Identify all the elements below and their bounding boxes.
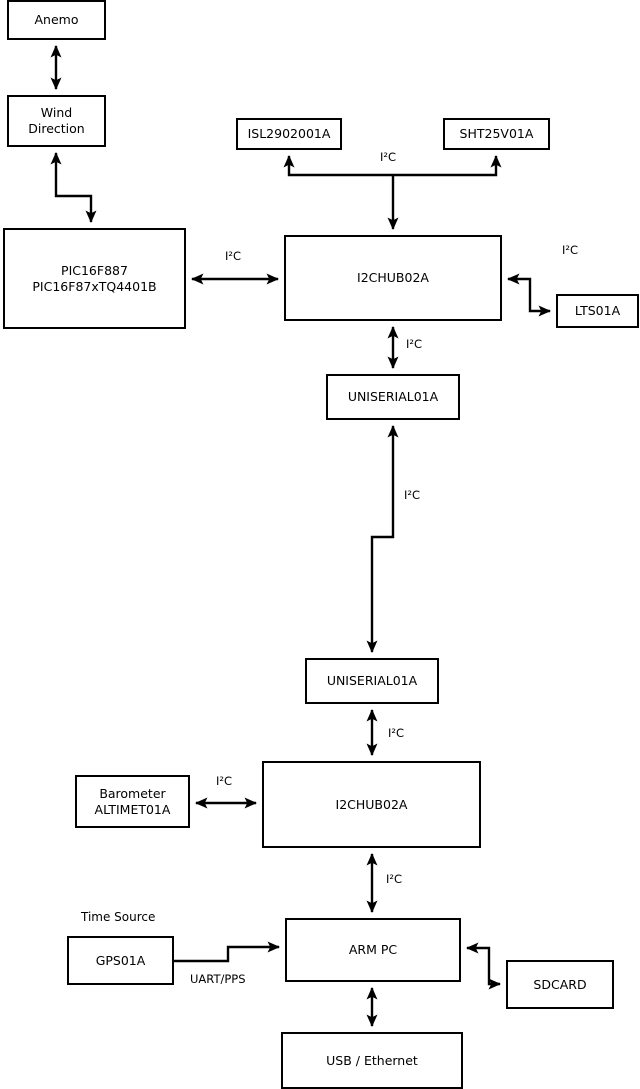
- block-label: Anemo: [34, 12, 79, 28]
- edge-label-pic-hub-i2c: I²C: [225, 249, 242, 263]
- wire-pic-wind: [50, 152, 97, 223]
- edge-label-uniserial-hub-i2c: I²C: [388, 726, 405, 740]
- block-gps01a[interactable]: GPS01A: [67, 936, 174, 985]
- wire-gps-arm: [174, 941, 280, 963]
- edge-label-uniserial-link-i2c: I²C: [404, 488, 421, 502]
- block-label: Barometer ALTIMET01A: [94, 785, 171, 817]
- block-anemo[interactable]: Anemo: [7, 0, 106, 40]
- block-lts01a[interactable]: LTS01A: [556, 294, 639, 328]
- block-wind-direction[interactable]: Wind Direction: [7, 95, 106, 147]
- block-label: ARM PC: [348, 942, 398, 958]
- block-label: ISL2902001A: [247, 126, 331, 142]
- wire-hub-lts: [507, 273, 551, 317]
- edge-label-hub-lts-i2c: I²C: [562, 243, 579, 257]
- block-label: UNISERIAL01A: [326, 673, 418, 689]
- edge-label-isl-sht-i2c: I²C: [380, 150, 397, 164]
- block-label: GPS01A: [95, 952, 146, 968]
- block-barometer-altimet01a[interactable]: Barometer ALTIMET01A: [75, 775, 190, 828]
- block-usb-ethernet[interactable]: USB / Ethernet: [281, 1032, 463, 1089]
- block-i2chub02a-bottom[interactable]: I2CHUB02A: [262, 761, 481, 848]
- block-label: UNISERIAL01A: [347, 389, 439, 405]
- wire-uni-uni: [366, 425, 399, 653]
- block-i2chub02a-top[interactable]: I2CHUB02A: [284, 235, 502, 321]
- block-uniserial01a-bottom[interactable]: UNISERIAL01A: [305, 658, 439, 704]
- block-sdcard[interactable]: SDCARD: [506, 960, 614, 1009]
- edge-label-hub-uniserial-i2c: I²C: [406, 337, 423, 351]
- block-label: LTS01A: [574, 303, 621, 319]
- block-label: USB / Ethernet: [326, 1052, 418, 1068]
- wire-hub-sht: [393, 155, 502, 177]
- block-label: I2CHUB02A: [335, 796, 408, 812]
- block-isl2902001a[interactable]: ISL2902001A: [236, 118, 342, 150]
- edge-label-gps-armpc-uart-pps: UART/PPS: [190, 972, 246, 986]
- wire-hub-isl: [283, 155, 393, 177]
- block-pic-microcontroller[interactable]: PIC16F887 PIC16F87xTQ4401B: [3, 228, 186, 329]
- annotation-time-source: Time Source: [81, 910, 156, 924]
- wire-arm-sdcard: [466, 942, 501, 990]
- block-label: SHT25V01A: [459, 126, 534, 142]
- block-label: PIC16F887 PIC16F87xTQ4401B: [32, 262, 157, 294]
- block-arm-pc[interactable]: ARM PC: [285, 918, 461, 982]
- block-label: SDCARD: [533, 976, 587, 992]
- block-label: Wind Direction: [28, 105, 85, 136]
- block-sht25v01a[interactable]: SHT25V01A: [443, 118, 550, 150]
- block-label: I2CHUB02A: [357, 270, 429, 286]
- edge-label-barometer-hub-i2c: I²C: [216, 774, 233, 788]
- edge-label-hub-armpc-i2c: I²C: [386, 872, 403, 886]
- block-uniserial01a-top[interactable]: UNISERIAL01A: [326, 374, 460, 420]
